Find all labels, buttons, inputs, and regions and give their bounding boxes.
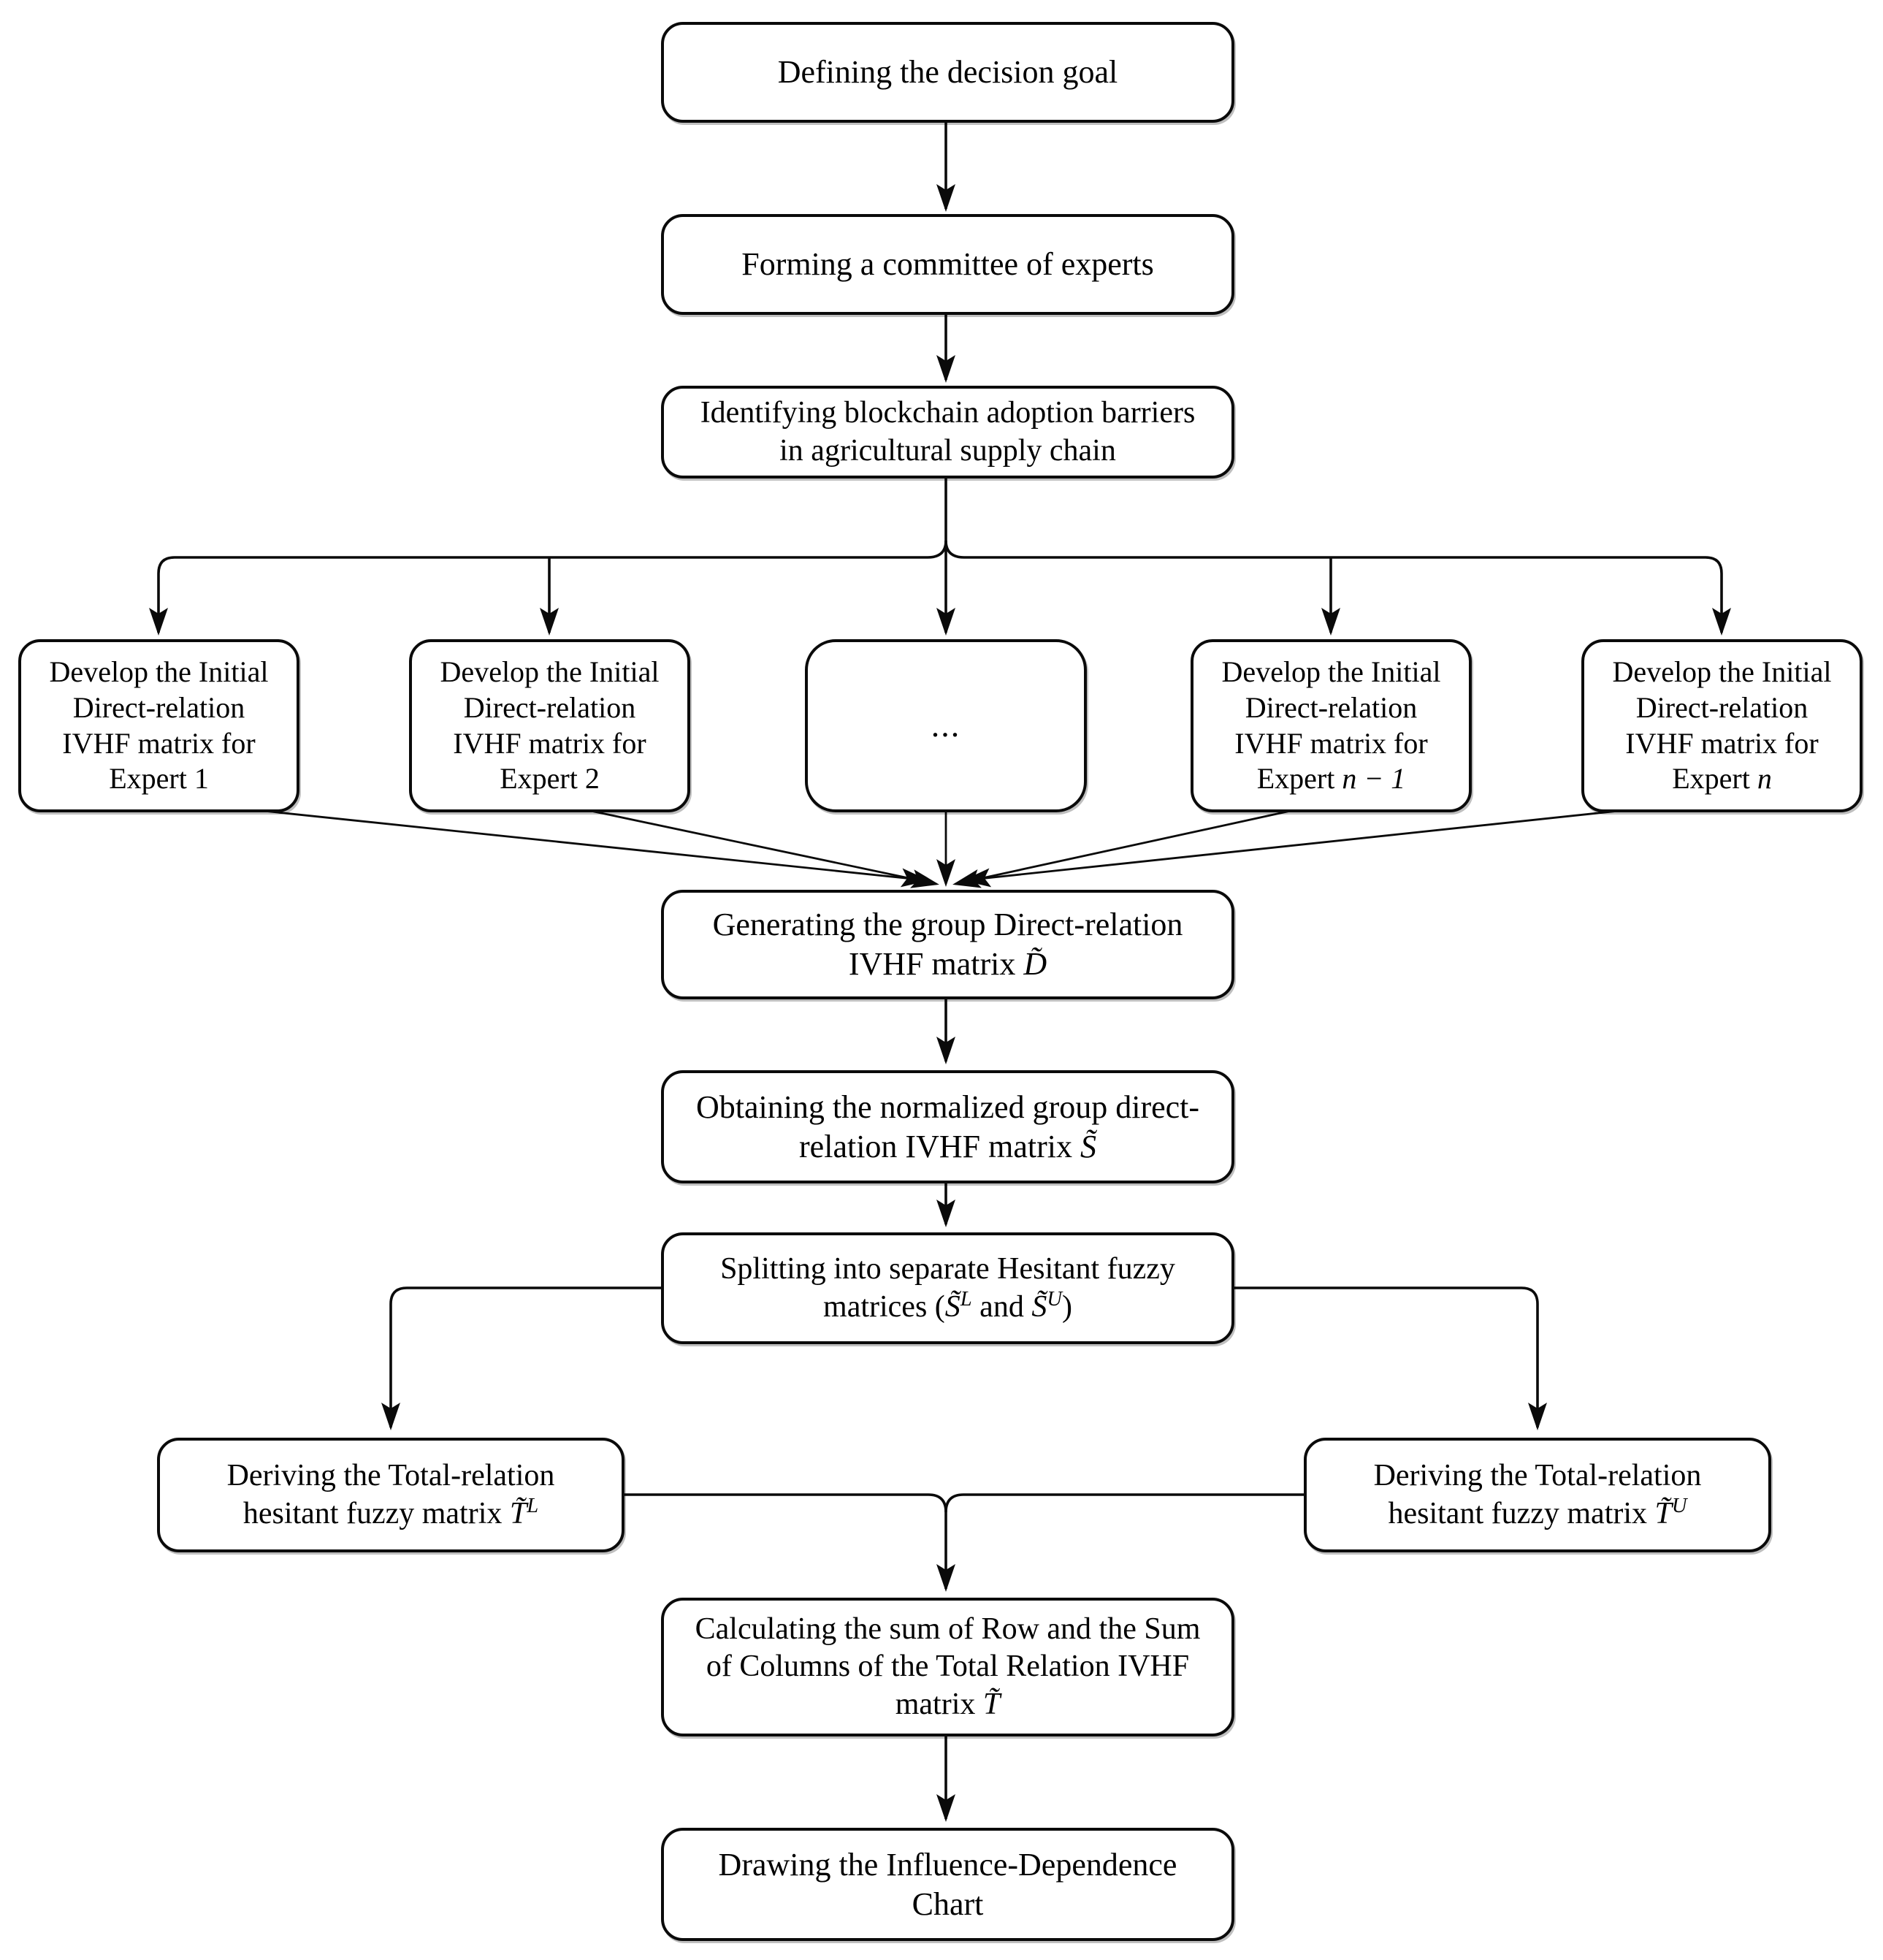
matrix-symbol-SL: S̃ [944, 1289, 960, 1324]
node-label-line: Deriving the Total-relation [1373, 1459, 1702, 1493]
ellipsis-label: ... [931, 706, 961, 744]
node-label-line: Direct-relation [1245, 690, 1418, 724]
node-forming-committee: Forming a committee of experts [661, 214, 1234, 315]
node-label: Forming a committee of experts [741, 246, 1154, 283]
node-label-line: Deriving the Total-relation [226, 1459, 555, 1493]
node-label-line: Develop the Initial [1612, 655, 1832, 688]
node-label-line: Develop the Initial [49, 655, 269, 688]
node-identifying-barriers: Identifying blockchain adoption barriers… [661, 386, 1234, 478]
node-normalized-matrix: Obtaining the normalized group direct- r… [661, 1070, 1234, 1183]
node-label-line: IVHF matrix for [1625, 726, 1819, 760]
node-defining-decision-goal: Defining the decision goal [661, 22, 1234, 123]
node-label-line: matrices (S̃L and S̃U) [823, 1287, 1072, 1324]
node-label-line: Direct-relation [1635, 690, 1808, 724]
node-label-line: IVHF matrix for [1234, 726, 1428, 760]
node-calculating-sums: Calculating the sum of Row and the Sum o… [661, 1598, 1234, 1736]
matrix-symbol-SU: S̃ [1031, 1289, 1047, 1324]
node-expert-2-matrix: Develop the Initial Direct-relation IVHF… [409, 639, 690, 812]
node-label-line: Develop the Initial [440, 655, 660, 688]
node-label-line: Chart [912, 1885, 984, 1922]
node-label-line: Expert 1 [109, 762, 209, 796]
node-group-direct-relation-matrix: Generating the group Direct-relation IVH… [661, 890, 1234, 999]
node-label-line: hesitant fuzzy matrix T̃U [1388, 1494, 1687, 1530]
node-label-line: Calculating the sum of Row and the Sum [695, 1612, 1201, 1647]
node-label: Defining the decision goal [777, 54, 1118, 91]
node-label-line: Direct-relation [463, 690, 636, 724]
node-total-relation-matrix-L: Deriving the Total-relation hesitant fuz… [157, 1438, 625, 1552]
node-label-line: Identifying blockchain adoption barriers [700, 396, 1196, 430]
node-label-line: Expert n − 1 [1256, 762, 1406, 796]
node-label-line: IVHF matrix for [62, 726, 256, 760]
matrix-symbol-TL: T̃ [509, 1496, 527, 1530]
node-label-line: in agricultural supply chain [779, 433, 1116, 468]
node-label-line: hesitant fuzzy matrix T̃L [242, 1494, 539, 1530]
node-label-line: Drawing the Influence-Dependence [718, 1846, 1177, 1883]
node-label-line: IVHF matrix D̃ [848, 946, 1047, 982]
node-label-line: Generating the group Direct-relation [712, 907, 1183, 943]
node-label-line: Expert 2 [500, 762, 600, 796]
node-label-line: Splitting into separate Hesitant fuzzy [720, 1252, 1175, 1286]
matrix-symbol-T: T̃ [982, 1687, 1001, 1721]
matrix-symbol-TU: T̃ [1654, 1496, 1672, 1530]
node-influence-dependence-chart: Drawing the Influence-Dependence Chart [661, 1828, 1234, 1941]
node-expert-ellipsis: ... [805, 639, 1087, 812]
node-label-line: Expert n [1672, 762, 1772, 796]
node-label-line: relation IVHF matrix S̃ [799, 1128, 1096, 1164]
node-expert-n-matrix: Develop the Initial Direct-relation IVHF… [1581, 639, 1863, 812]
node-splitting-matrices: Splitting into separate Hesitant fuzzy m… [661, 1232, 1234, 1344]
node-label-line: IVHF matrix for [453, 726, 646, 760]
node-label-line: matrix T̃ [895, 1687, 1001, 1721]
node-label-line: Obtaining the normalized group direct- [695, 1088, 1200, 1125]
node-label-line: Develop the Initial [1221, 655, 1441, 688]
node-expert-1-matrix: Develop the Initial Direct-relation IVHF… [18, 639, 299, 812]
matrix-symbol-S: S̃ [1080, 1128, 1096, 1164]
node-total-relation-matrix-U: Deriving the Total-relation hesitant fuz… [1304, 1438, 1771, 1552]
node-label-line: of Columns of the Total Relation IVHF [706, 1650, 1190, 1684]
node-expert-n-minus-1-matrix: Develop the Initial Direct-relation IVHF… [1191, 639, 1472, 812]
matrix-symbol-D: D̃ [1023, 946, 1047, 982]
node-label-line: Direct-relation [72, 690, 245, 724]
